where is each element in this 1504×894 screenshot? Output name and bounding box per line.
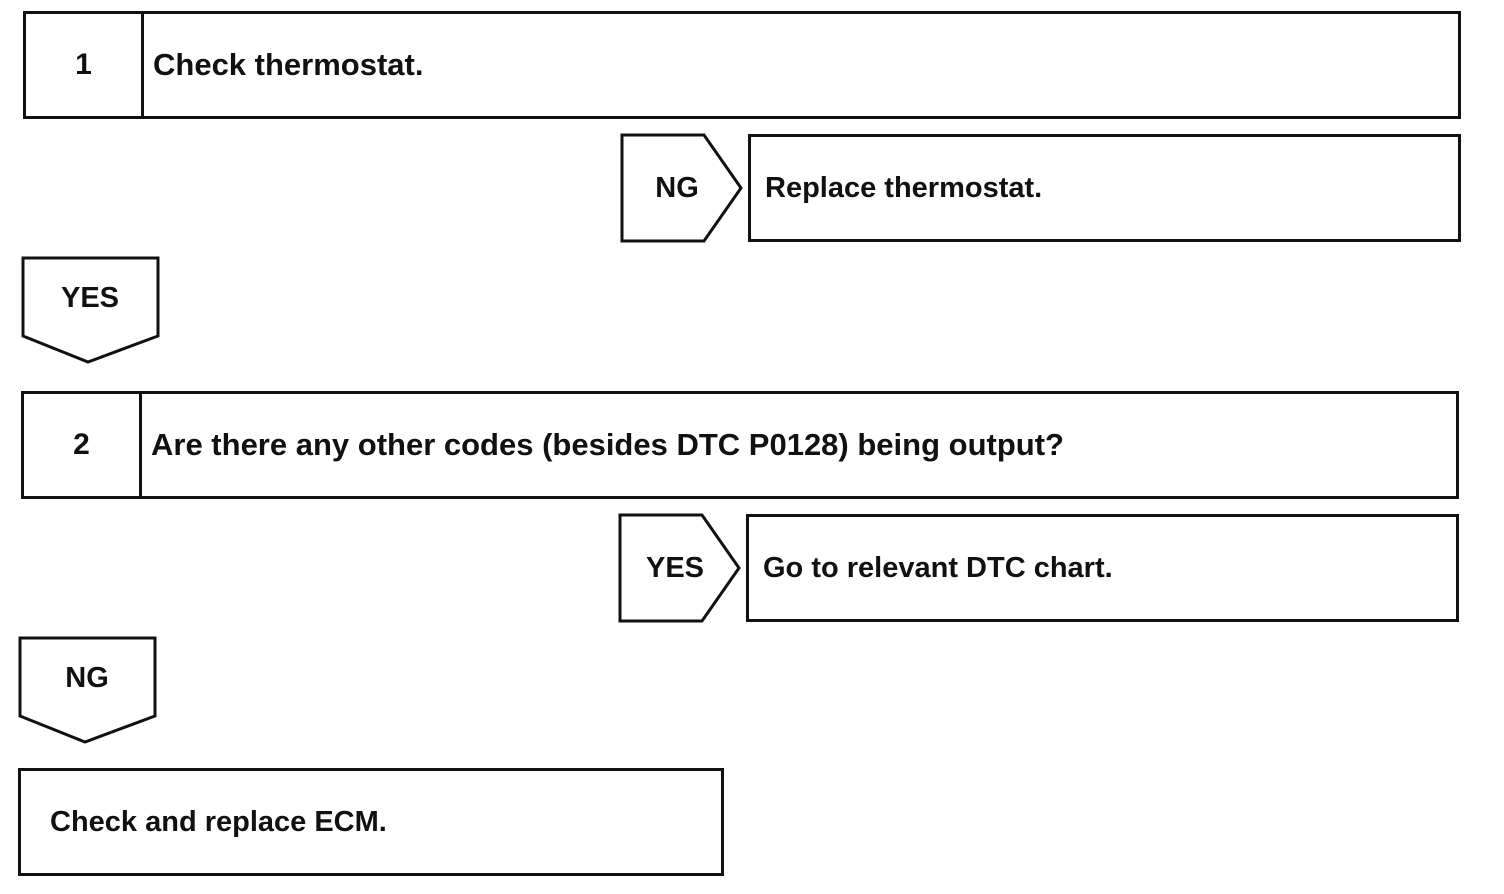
replace-thermostat-text: Replace thermostat. xyxy=(765,171,1043,204)
check-replace-ecm-text: Check and replace ECM. xyxy=(50,805,387,838)
branch-yes-arrow-shape xyxy=(618,513,741,623)
down-arrow-yes-label: YES xyxy=(60,281,120,314)
dtc-chart-text: Go to relevant DTC chart. xyxy=(763,551,1113,584)
branch-ng-label: NG xyxy=(655,171,699,204)
branch-ng-arrow-shape xyxy=(620,133,743,243)
check-replace-ecm-box: Check and replace ECM. xyxy=(18,768,724,876)
dtc-chart-box: Go to relevant DTC chart. xyxy=(746,514,1459,622)
step-2-number: 2 xyxy=(24,394,142,496)
down-arrow-yes-shape xyxy=(21,256,160,364)
step-2-text: Are there any other codes (besides DTC P… xyxy=(151,427,1064,462)
step-1-number: 1 xyxy=(26,14,144,116)
step-1-box: 1 Check thermostat. xyxy=(23,11,1461,119)
down-arrow-ng-label: NG xyxy=(65,661,109,694)
step-2-box: 2 Are there any other codes (besides DTC… xyxy=(21,391,1459,499)
down-arrow-ng-shape xyxy=(18,636,157,744)
step-1-text: Check thermostat. xyxy=(153,47,424,82)
branch-yes-label: YES xyxy=(645,551,705,584)
replace-thermostat-box: Replace thermostat. xyxy=(748,134,1461,242)
